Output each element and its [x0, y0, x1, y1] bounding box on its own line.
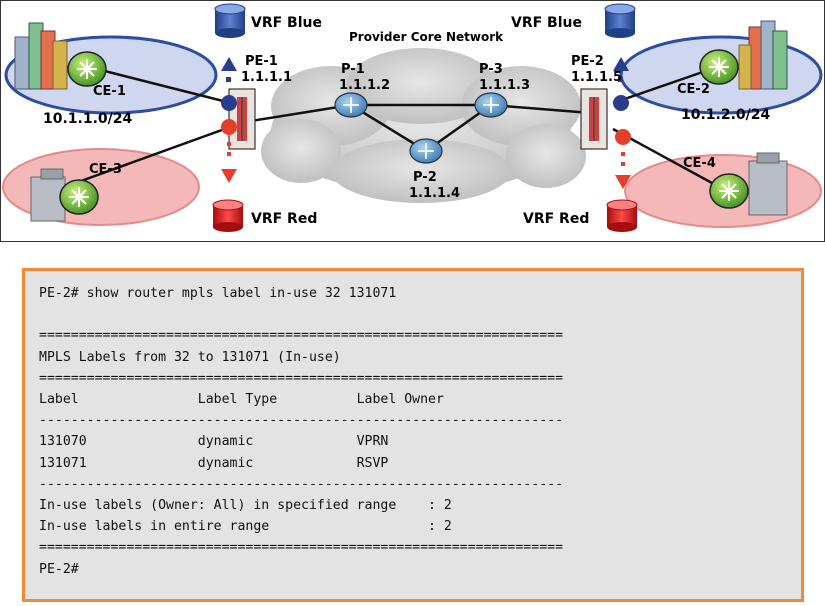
pe1-name-label: PE-1: [245, 54, 278, 69]
ce1-subnet-label: 10.1.1.0/24: [43, 111, 133, 127]
cli-table-row: 131071 dynamic RSVP: [39, 455, 389, 471]
ce4-name-label: CE-4: [683, 156, 716, 171]
ce2-router-icon: [699, 49, 739, 85]
pe1-vrf-red-marker: [221, 119, 237, 183]
pe2-vrf-blue-marker: [613, 57, 629, 111]
vrf-blue-label-left: VRF Blue: [251, 15, 322, 31]
p1-name-label: P-1: [341, 62, 365, 77]
core-network-label: Provider Core Network: [349, 30, 504, 44]
p1-router-icon: [334, 92, 368, 118]
cli-rule: ========================================…: [39, 370, 564, 386]
network-diagram: Provider Core Network VRF Blue VRF Blue …: [0, 0, 825, 242]
vrf-red-cylinder-right-icon: [606, 199, 638, 232]
cli-table-title: MPLS Labels from 32 to 131071 (In-use): [39, 349, 341, 365]
ce1-building-icon: [14, 22, 68, 90]
vrf-red-cylinder-left-icon: [212, 199, 244, 232]
cli-summary-line: In-use labels in entire range : 2: [39, 519, 452, 535]
vrf-blue-label-right: VRF Blue: [511, 15, 582, 31]
pe2-vrf-red-marker: [615, 129, 631, 189]
cli-summary-line: In-use labels (Owner: All) in specified …: [39, 498, 452, 514]
cli-rule: ----------------------------------------…: [39, 476, 564, 492]
network-diagram-svg: Provider Core Network VRF Blue VRF Blue …: [2, 3, 823, 232]
pe1-ip-label: 1.1.1.1: [241, 70, 292, 85]
cli-output-panel: PE-2# show router mpls label in-use 32 1…: [22, 268, 804, 602]
ce3-name-label: CE-3: [89, 162, 122, 177]
ce4-router-icon: [709, 173, 749, 209]
cli-table-row: 131070 dynamic VPRN: [39, 434, 389, 450]
ce4-building-icon: [748, 152, 788, 216]
ce2-name-label: CE-2: [677, 82, 710, 97]
cli-table-header: Label Label Type Label Owner: [39, 392, 444, 408]
pe1-vrf-blue-marker: [221, 57, 237, 111]
cli-prompt: PE-2#: [39, 561, 79, 577]
cli-command-line: PE-2# show router mpls label in-use 32 1…: [39, 286, 397, 301]
ce2-subnet-label: 10.1.2.0/24: [681, 107, 771, 123]
pe2-name-label: PE-2: [571, 54, 604, 69]
p2-name-label: P-2: [413, 170, 437, 185]
vrf-blue-cylinder-left-icon: [214, 3, 246, 38]
vrf-red-label-right: VRF Red: [523, 211, 589, 227]
cli-rule: ========================================…: [39, 540, 564, 556]
pe2-router-icon: [580, 88, 608, 150]
ce3-building-icon: [30, 168, 66, 222]
ce2-building-icon: [738, 20, 788, 90]
p2-router-icon: [409, 138, 443, 164]
p2-ip-label: 1.1.1.4: [409, 186, 460, 201]
p3-router-icon: [474, 92, 508, 118]
cli-rule: ========================================…: [39, 328, 564, 344]
vrf-blue-cylinder-right-icon: [604, 3, 636, 38]
p3-ip-label: 1.1.1.3: [479, 78, 530, 93]
cli-output: PE-2# show router mpls label in-use 32 1…: [39, 283, 563, 580]
pe2-ip-label: 1.1.1.5: [571, 70, 622, 85]
p3-name-label: P-3: [479, 62, 503, 77]
p1-ip-label: 1.1.1.2: [339, 78, 390, 93]
cli-rule: ----------------------------------------…: [39, 413, 564, 429]
ce1-router-icon: [67, 51, 107, 87]
ce1-name-label: CE-1: [93, 84, 126, 99]
ce3-router-icon: [59, 179, 99, 215]
vrf-red-label-left: VRF Red: [251, 211, 317, 227]
